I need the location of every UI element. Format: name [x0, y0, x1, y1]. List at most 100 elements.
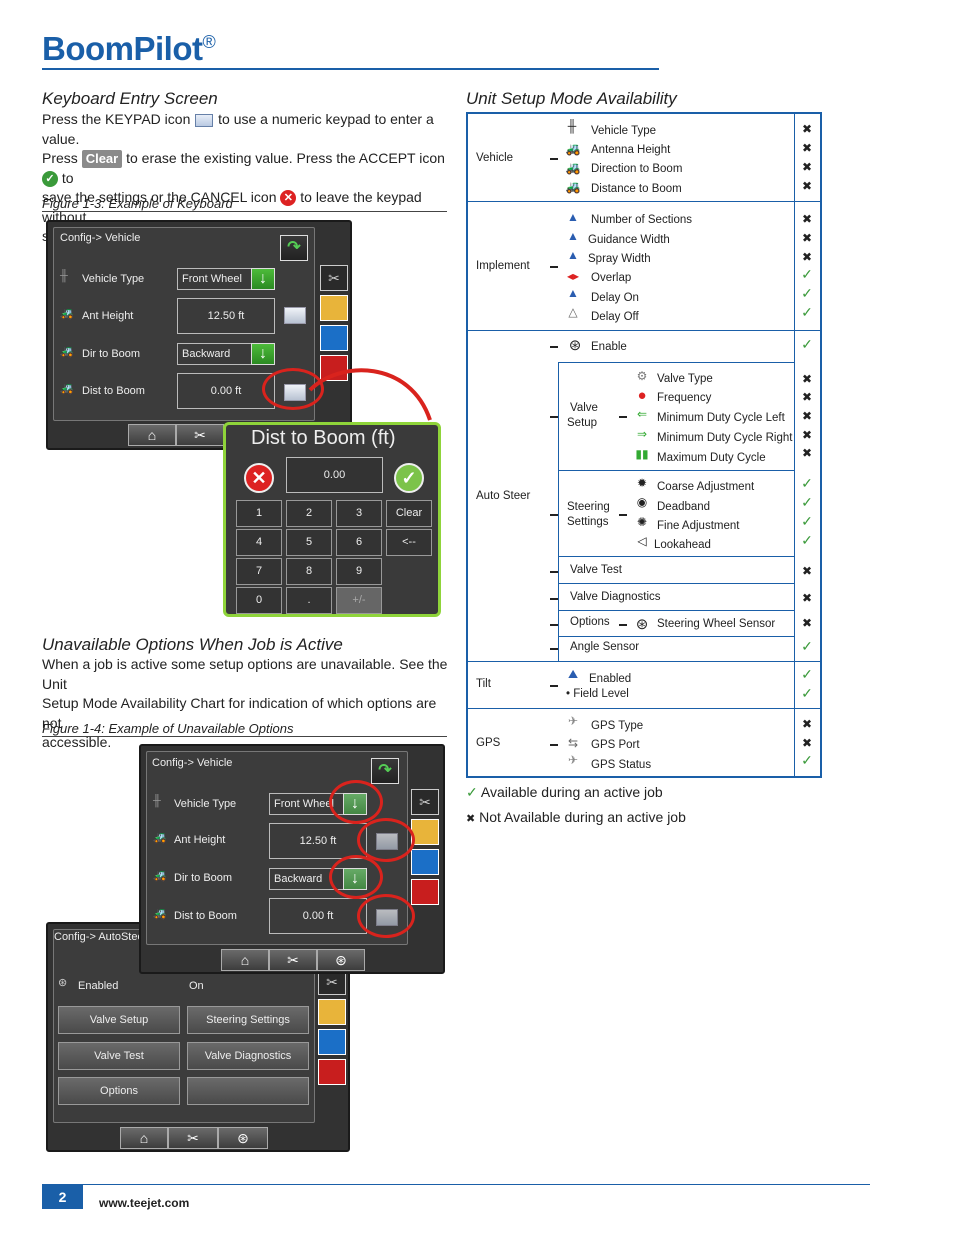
- distance-to-boom-item: Distance to Boom: [591, 183, 682, 195]
- coarse-adjustment-icon: ✹: [636, 476, 648, 490]
- vehicle-type-label: Vehicle Type: [82, 273, 145, 285]
- frequency-item: Frequency: [657, 392, 712, 404]
- ant-height-field[interactable]: 12.50 ft: [177, 298, 275, 334]
- connector-dash: [619, 514, 627, 516]
- not-available-icon: ✖: [801, 250, 813, 264]
- gps-status-item: GPS Status: [591, 759, 652, 771]
- breadcrumb: Config-> Vehicle: [152, 757, 233, 769]
- vehicle-type-icon: ╫: [567, 119, 577, 133]
- key-8[interactable]: 8: [286, 558, 332, 585]
- dropdown-arrow-icon[interactable]: ↓: [251, 343, 275, 365]
- back-icon[interactable]: ↷: [280, 235, 308, 261]
- key-2[interactable]: 2: [286, 500, 332, 527]
- key-6[interactable]: 6: [336, 529, 382, 556]
- console-icon[interactable]: [411, 819, 439, 845]
- settings-tools-icon[interactable]: ✂: [269, 949, 317, 971]
- key-0[interactable]: 0: [236, 587, 282, 614]
- accept-icon[interactable]: ✓: [394, 463, 424, 493]
- direction-to-boom-item: Direction to Boom: [591, 163, 683, 175]
- valve-diagnostics-item: Valve Diagnostics: [570, 591, 661, 603]
- options-item: Options: [570, 616, 610, 628]
- toolbox-icon[interactable]: [318, 1059, 346, 1085]
- max-duty-cycle-icon: ▮▮: [635, 447, 649, 461]
- tools-icon[interactable]: ✂: [411, 789, 439, 815]
- overlap-item: Overlap: [591, 272, 632, 284]
- distance-to-boom-icon: 🚜: [565, 180, 581, 194]
- not-available-icon: ✖: [801, 141, 813, 155]
- vehicle-type-icon: ╫: [60, 270, 68, 282]
- key-5[interactable]: 5: [286, 529, 332, 556]
- not-available-icon: ✖: [801, 179, 813, 193]
- connector-dash: [550, 624, 558, 626]
- steering-settings-label-2: Settings: [567, 516, 609, 528]
- implement-row: [468, 202, 820, 331]
- direction-tractor-icon: 🚜: [60, 346, 74, 358]
- not-available-icon: ✖: [801, 564, 813, 578]
- vehicle-config-screen: Config-> Vehicle ↷ ╫ Vehicle Type Front …: [46, 220, 352, 450]
- valve-test-button[interactable]: Valve Test: [58, 1042, 180, 1070]
- mark-divider: [794, 114, 795, 202]
- not-available-icon: ✖: [801, 409, 813, 423]
- connector-dash: [550, 346, 558, 348]
- dist-to-boom-field[interactable]: 0.00 ft: [177, 373, 275, 409]
- keypad-icon: [195, 113, 214, 127]
- valve-setup-button[interactable]: Valve Setup: [58, 1006, 180, 1034]
- footer-url[interactable]: www.teejet.com: [99, 1196, 190, 1210]
- settings-tools-icon[interactable]: ✂: [176, 424, 224, 446]
- field-level-item: • Field Level: [566, 688, 629, 700]
- delay-on-icon: ▲: [567, 286, 579, 300]
- display-icon[interactable]: [318, 1029, 346, 1055]
- tilt-enabled-item: Enabled: [589, 673, 632, 685]
- key-4[interactable]: 4: [236, 529, 282, 556]
- toolbox-icon[interactable]: [411, 879, 439, 905]
- mark-divider: [794, 709, 795, 778]
- key-9[interactable]: 9: [336, 558, 382, 585]
- valve-diagnostics-button[interactable]: Valve Diagnostics: [187, 1042, 309, 1070]
- key-7[interactable]: 7: [236, 558, 282, 585]
- connector-dash: [619, 624, 627, 626]
- options-button[interactable]: Options: [58, 1077, 180, 1105]
- steering-settings-button[interactable]: Steering Settings: [187, 1006, 309, 1034]
- home-icon[interactable]: ⌂: [128, 424, 176, 446]
- key-1[interactable]: 1: [236, 500, 282, 527]
- autosteer-row: [468, 331, 820, 662]
- steering-wheel-sensor-icon: ⊛: [635, 616, 649, 633]
- key-plus-minus[interactable]: +/-: [336, 587, 382, 614]
- steering-wheel-icon[interactable]: ⊛: [218, 1127, 268, 1149]
- callout-arc: [308, 368, 432, 421]
- steering-settings-label: Steering: [567, 501, 610, 513]
- connector-dash: [550, 648, 558, 650]
- not-available-icon: ✖: [801, 122, 813, 136]
- console-icon[interactable]: [320, 295, 348, 321]
- display-icon[interactable]: [411, 849, 439, 875]
- settings-tools-icon[interactable]: ✂: [168, 1127, 218, 1149]
- console-icon[interactable]: [318, 999, 346, 1025]
- highlight-circle: [262, 368, 324, 410]
- availability-heading: Unit Setup Mode Availability: [466, 89, 677, 108]
- display-icon[interactable]: [320, 325, 348, 351]
- tools-icon[interactable]: ✂: [320, 265, 348, 291]
- dropdown-arrow-icon[interactable]: ↓: [251, 268, 275, 290]
- delay-on-item: Delay On: [591, 292, 639, 304]
- not-available-icon: ✖: [801, 736, 813, 750]
- highlight-circle: [357, 894, 415, 938]
- key-3[interactable]: 3: [336, 500, 382, 527]
- vehicle-type-field[interactable]: Front Wheel: [177, 268, 257, 290]
- steering-wheel-icon[interactable]: ⊛: [317, 949, 365, 971]
- key-clear[interactable]: Clear: [386, 500, 432, 527]
- valve-test-item: Valve Test: [570, 564, 622, 576]
- key-decimal[interactable]: .: [286, 587, 332, 614]
- home-icon[interactable]: ⌂: [221, 949, 269, 971]
- keypad-icon[interactable]: [284, 307, 306, 324]
- ant-height-label: Ant Height: [174, 834, 226, 846]
- back-icon[interactable]: ↷: [371, 758, 399, 784]
- legend-not-available: ✖ Not Available during an active job: [466, 809, 686, 825]
- valve-type-icon: ⚙: [636, 369, 648, 383]
- not-available-icon: ✖: [801, 212, 813, 226]
- dir-to-boom-field[interactable]: Backward: [177, 343, 257, 365]
- key-backspace[interactable]: <--: [386, 529, 432, 556]
- enabled-value[interactable]: On: [189, 980, 204, 992]
- cancel-icon[interactable]: ✕: [244, 463, 274, 493]
- not-available-icon: ✖: [801, 446, 813, 460]
- home-icon[interactable]: ⌂: [120, 1127, 168, 1149]
